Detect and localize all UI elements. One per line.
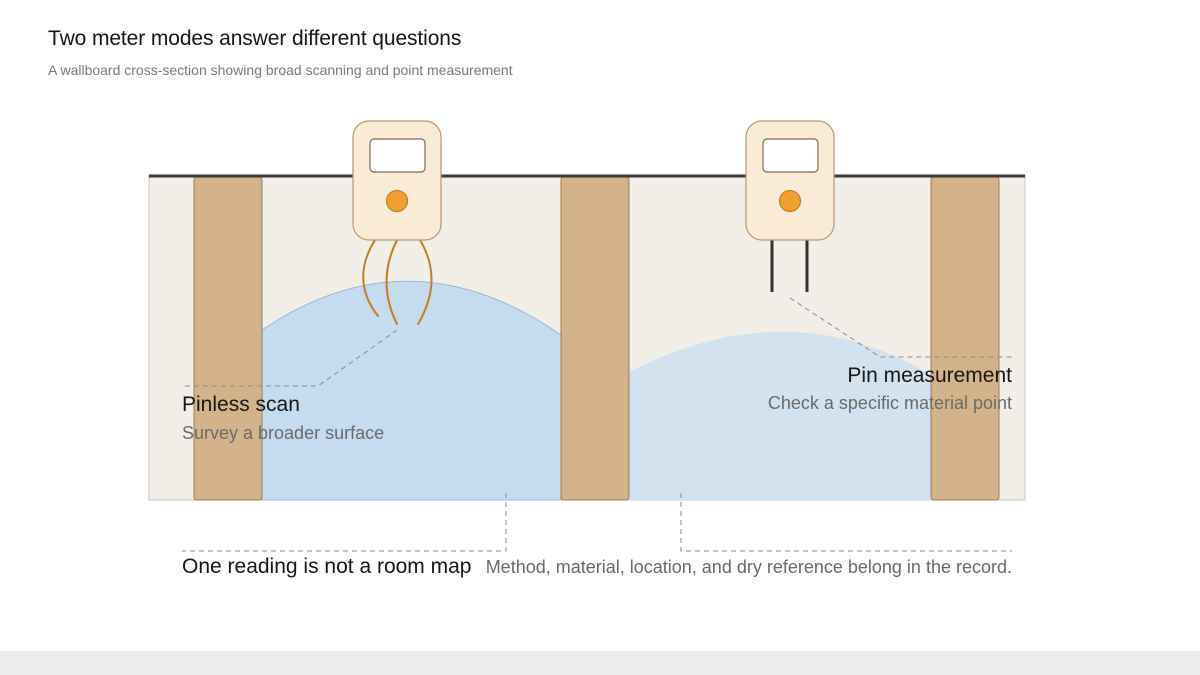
pin-meter-display: [762, 138, 819, 173]
pinless-meter-display: [369, 138, 426, 173]
moisture-zone-local: [629, 331, 931, 500]
room-map-note: One reading is not a room map: [182, 555, 472, 578]
leader-record: [680, 493, 1012, 552]
stud-middle: [560, 176, 630, 501]
stud-left: [193, 176, 263, 501]
diagram-title: Two meter modes answer different questio…: [48, 27, 462, 50]
pinless-meter-icon: [352, 120, 442, 241]
pin-title: Pin measurement: [847, 364, 1012, 387]
pinless-title: Pinless scan: [182, 393, 300, 416]
leader-room-map: [182, 493, 507, 552]
bottom-bar: [0, 651, 1200, 675]
pin-meter-button: [778, 189, 802, 213]
diagram-subtitle: A wallboard cross-section showing broad …: [48, 62, 513, 78]
pin-note: Check a specific material point: [768, 393, 1012, 413]
pin-meter-icon: [745, 120, 835, 241]
pinless-meter-button: [385, 189, 409, 213]
moisture-zone-broad: [261, 280, 562, 501]
pin-probes-icon: [770, 240, 809, 292]
wallboard-cross-section: Pinless scan Survey a broader surface Pi…: [148, 120, 1026, 578]
stud-right: [930, 176, 1000, 501]
record-note: Method, material, location, and dry refe…: [486, 557, 1012, 577]
scan-field-icon: [362, 239, 433, 325]
pinless-note: Survey a broader surface: [182, 423, 384, 443]
